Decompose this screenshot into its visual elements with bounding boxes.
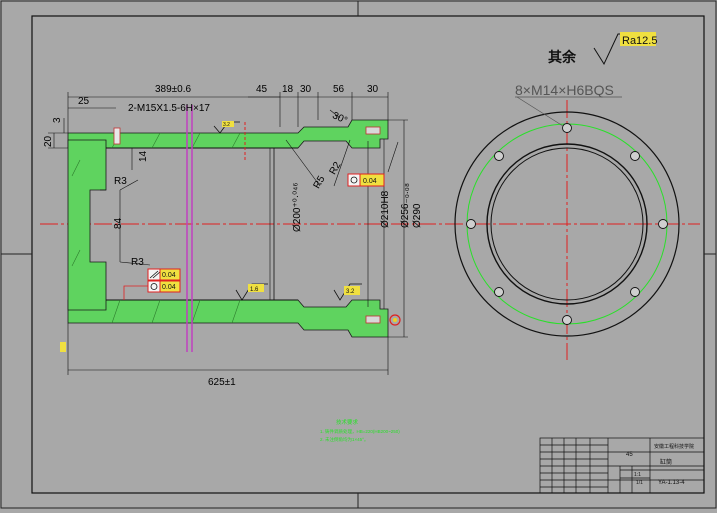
- dim-625: 625±1: [208, 377, 236, 388]
- dim-18: 18: [282, 84, 294, 95]
- flange-outer-circle: [454, 111, 680, 337]
- title-school: 安徽工程科技学院: [654, 443, 694, 450]
- tolerance-frame-perp: 0.04: [347, 173, 385, 187]
- finish-mark-right: 3.2: [333, 283, 362, 301]
- title-material: 45: [626, 452, 633, 458]
- dim-3: 3: [52, 117, 63, 123]
- dim-389: 389±0.6: [155, 84, 192, 95]
- notes-line1: 1. 铸件调质处理，HB=220(HB200~250): [320, 428, 400, 435]
- flange-hole-leader: [516, 96, 564, 127]
- title-sheet: 1/1: [636, 480, 643, 486]
- title-block: [539, 437, 705, 494]
- dim-angle: 30°: [331, 110, 349, 126]
- svg-text:3.2: 3.2: [346, 289, 355, 295]
- section-bottom-wall: [67, 299, 389, 338]
- dim-dia200: Ø200⁺⁰·⁰⁴⁶: [292, 182, 303, 232]
- dim-r5: R5: [312, 174, 328, 191]
- dim-56: 56: [333, 84, 345, 95]
- dim-30b: 30: [367, 84, 379, 95]
- svg-text:0.04: 0.04: [162, 272, 176, 279]
- finish-value: Ra12.5: [622, 35, 657, 47]
- dim-r3a: R3: [114, 176, 127, 187]
- svg-text:0.04: 0.04: [363, 178, 377, 185]
- notes-line2: 2. 未注倒角均为1×45°。: [320, 436, 368, 443]
- dim-14: 14: [138, 150, 149, 162]
- technical-notes: 技术要求 1. 铸件调质处理，HB=220(HB200~250) 2. 未注倒角…: [320, 418, 400, 443]
- svg-text:1.6: 1.6: [250, 287, 259, 293]
- dim-thread: 2-M15X1.5-6H×17: [128, 103, 210, 114]
- finish-label: 其余: [548, 49, 577, 65]
- dim-r3b: R3: [131, 257, 144, 268]
- dim-20: 20: [43, 135, 54, 147]
- bore-circle-inner: [490, 147, 644, 301]
- section-end-cap: [67, 139, 107, 311]
- tolerance-leader-left: [123, 285, 148, 300]
- dimension-lines: [48, 92, 408, 375]
- dim-45: 45: [256, 84, 268, 95]
- bore-circle-outer: [486, 143, 648, 305]
- tolerance-frame-par: 0.04: [147, 268, 181, 281]
- dim-25: 25: [78, 96, 90, 107]
- dim-30a: 30: [300, 84, 312, 95]
- tolerance-frame-circ: 0.04: [147, 280, 181, 293]
- bolt-hole-bottom: [365, 315, 381, 324]
- dim-dia256: Ø256₋₀.₀₈: [400, 183, 411, 228]
- notes-title: 技术要求: [336, 418, 359, 426]
- finish-value-box: [620, 32, 656, 46]
- title-part-name: 缸筒: [660, 458, 672, 466]
- title-scale: 1:1: [634, 472, 641, 478]
- detail-mark-circle: [389, 314, 401, 326]
- section-top-wall: [67, 119, 389, 149]
- flange-holes-callout: 8×M14×H6BQS: [515, 82, 614, 98]
- small-marker: [60, 342, 66, 352]
- general-finish: 其余 Ra12.5: [548, 32, 657, 66]
- dim-84: 84: [113, 217, 124, 229]
- thread-port: [113, 127, 121, 145]
- svg-text:3.2: 3.2: [223, 122, 230, 128]
- dim-r2: R2: [328, 160, 344, 177]
- dim-dia290: Ø290: [412, 203, 423, 228]
- finish-mark-bore: 1.6: [235, 283, 268, 301]
- bolt-holes: [466, 123, 668, 325]
- bolt-hole-top: [365, 126, 381, 135]
- dim-dia210: Ø210H8: [380, 190, 391, 228]
- detail-mark-dot: [393, 318, 397, 322]
- svg-text:0.04: 0.04: [162, 284, 176, 291]
- title-drawing-no: YA-1.13-4: [658, 480, 685, 486]
- finish-mark-top: 3.2: [213, 121, 240, 134]
- flange-view: 8×M14×H6BQS: [454, 82, 680, 360]
